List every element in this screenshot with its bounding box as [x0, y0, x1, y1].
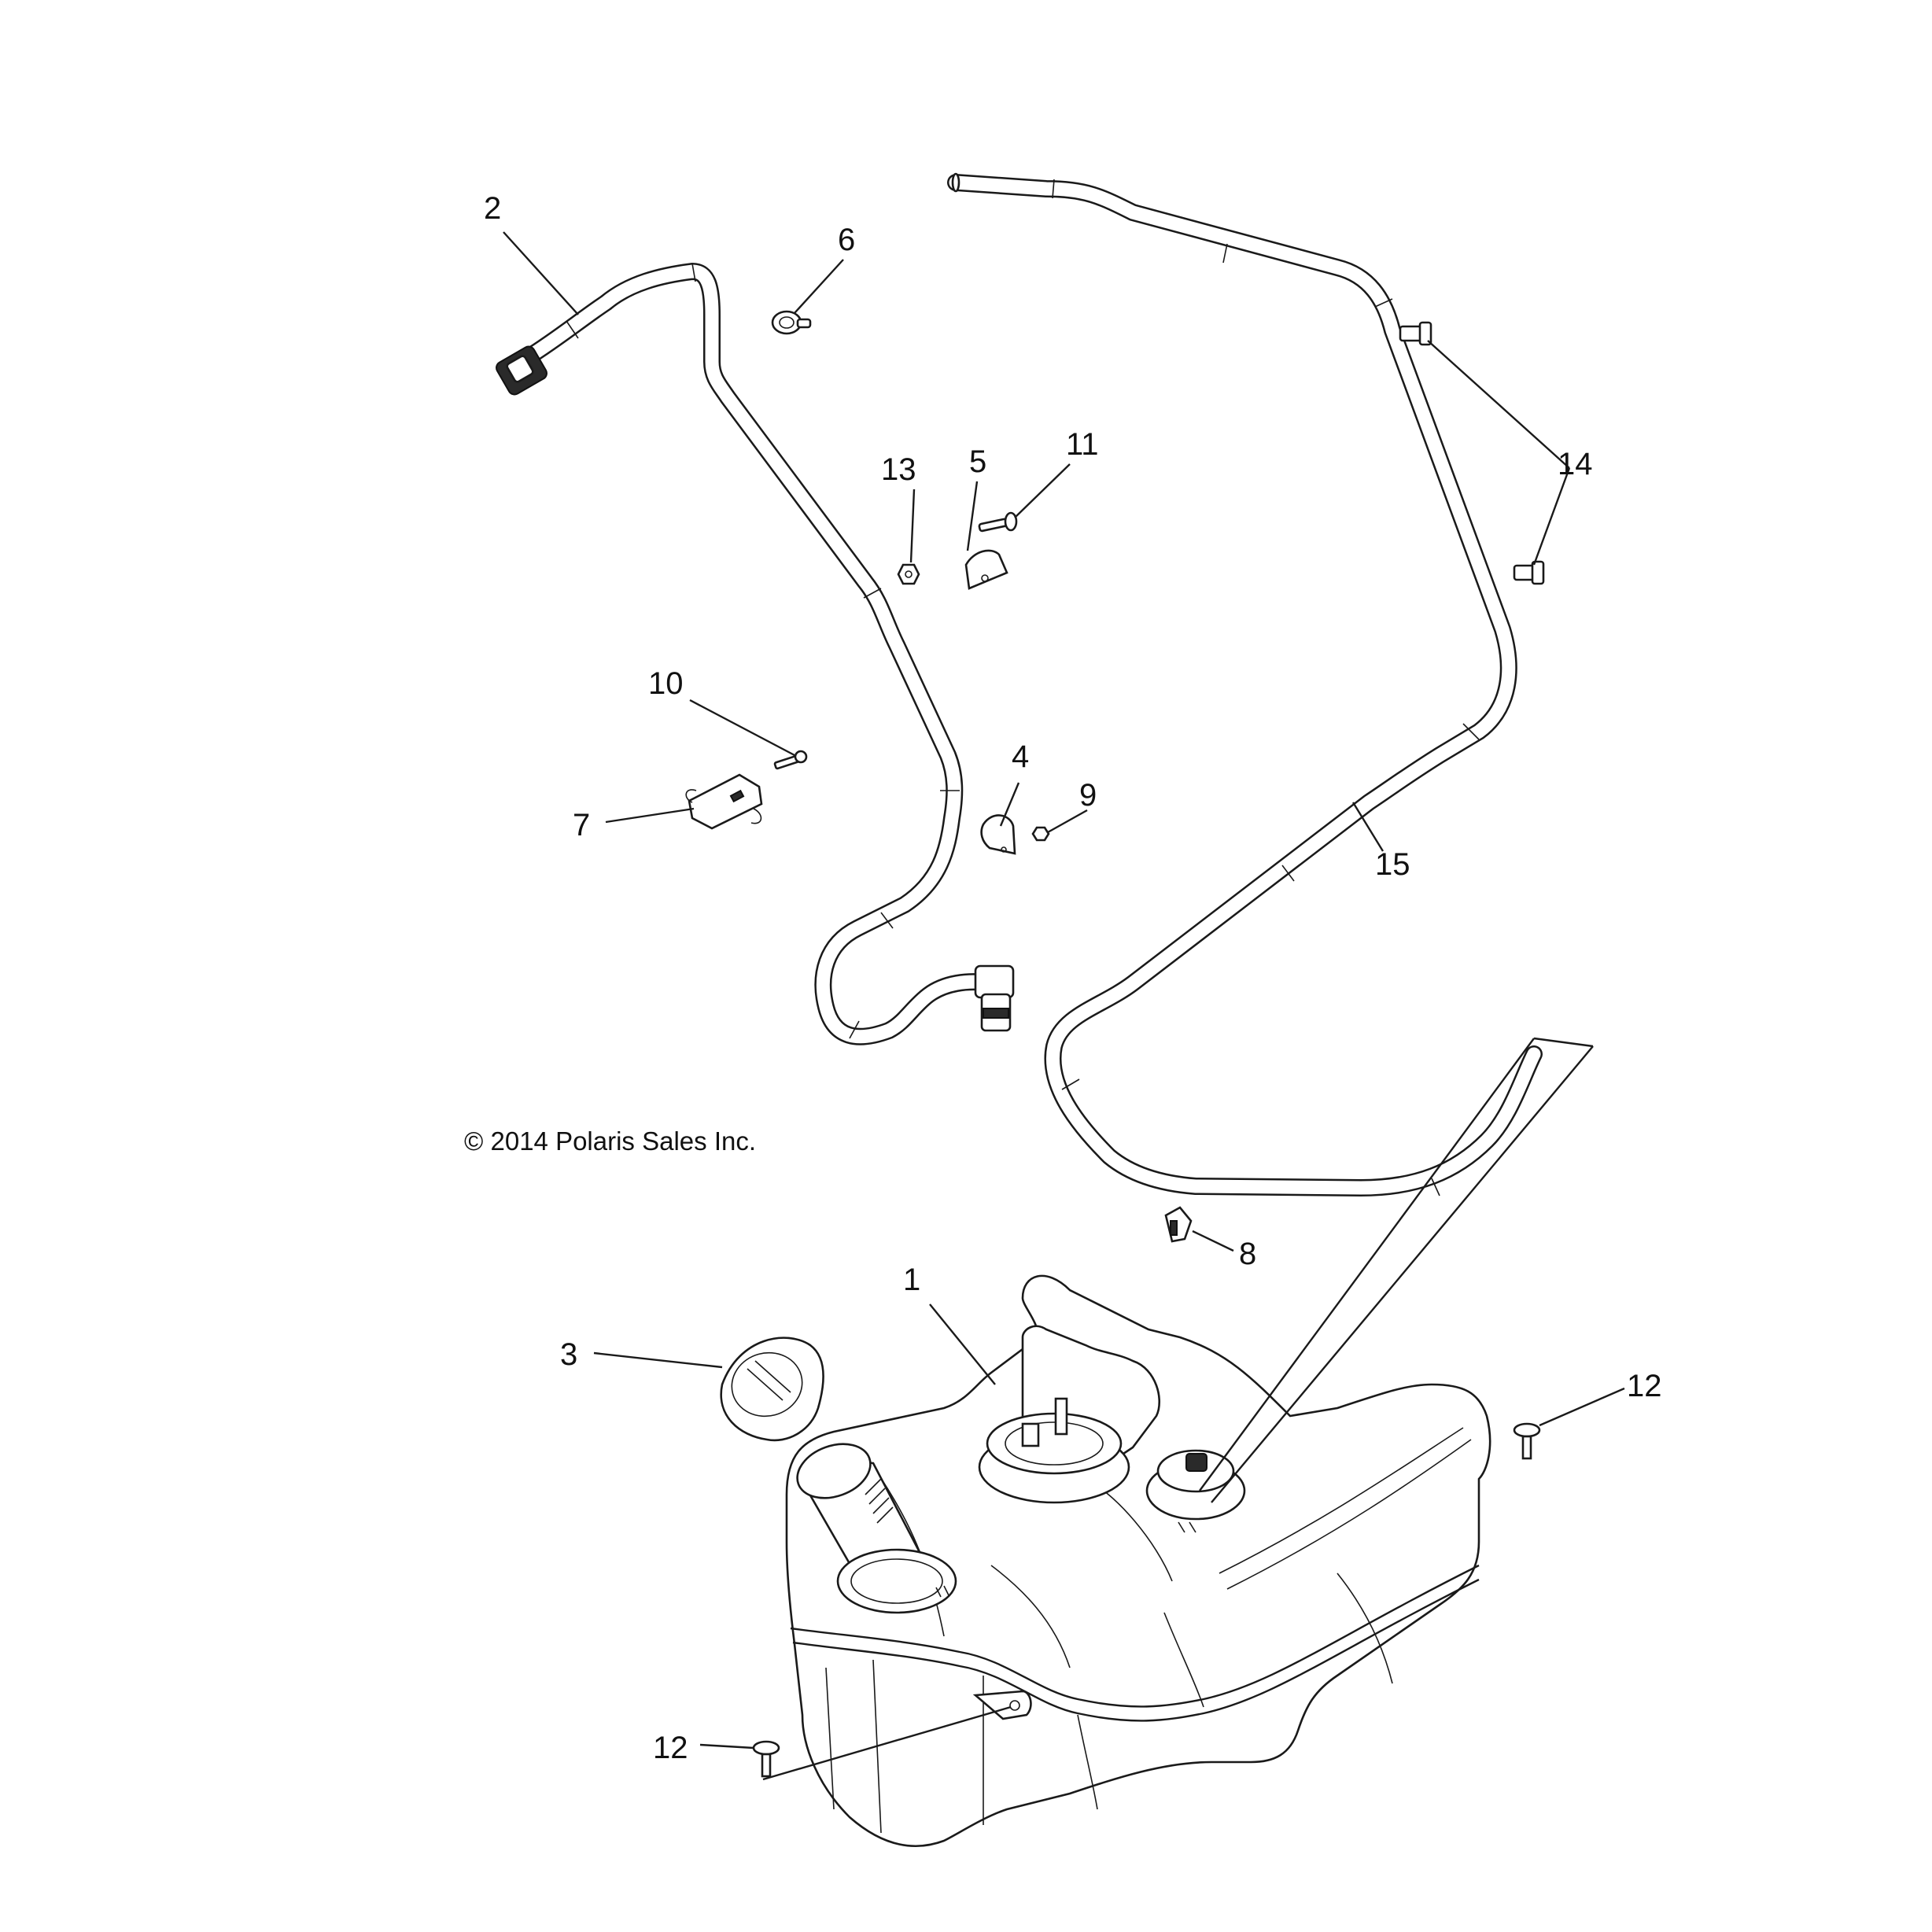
clamp-part-4 [980, 814, 1016, 855]
connector-part-14-lower [1513, 560, 1545, 585]
callout-3: 3 [560, 1337, 577, 1372]
callout-11: 11 [1066, 427, 1099, 462]
quick-connector-icon [496, 345, 548, 396]
fuel-pump-ring-icon [978, 1397, 1130, 1504]
fuel-hose-part-2 [496, 263, 1015, 1045]
callout-4: 4 [1012, 739, 1029, 774]
connector-part-14-upper [1399, 321, 1432, 346]
fuel-tank-part-1 [785, 1274, 1491, 1847]
fuel-cap-part-3 [720, 1337, 824, 1442]
screw-part-12-left [752, 1740, 780, 1778]
callout-14: 14 [1558, 447, 1593, 481]
callout-5: 5 [969, 444, 986, 479]
leader-lines [503, 231, 1625, 1781]
rollover-valve-icon [1145, 1449, 1246, 1533]
clip-part-6 [771, 310, 812, 335]
callout-1: 1 [903, 1263, 920, 1297]
filler-neck-icon [796, 1443, 957, 1614]
callout-15: 15 [1375, 847, 1410, 882]
callout-2: 2 [484, 191, 501, 226]
vent-hose-part-15 [947, 172, 1543, 1196]
nut-part-9 [1031, 826, 1050, 842]
bolt-part-11 [978, 511, 1018, 533]
callout-12-left: 12 [653, 1731, 688, 1765]
clip-part-8 [1164, 1206, 1193, 1243]
clamp-part-5 [964, 549, 1008, 590]
screw-part-12-right [1513, 1422, 1541, 1460]
nut-part-13 [897, 563, 920, 585]
copyright-notice: © 2014 Polaris Sales Inc. [464, 1126, 756, 1156]
callout-8: 8 [1239, 1237, 1256, 1271]
callout-7: 7 [573, 808, 590, 842]
bracket-part-7 [685, 773, 763, 830]
callout-10: 10 [648, 666, 684, 701]
callout-12-right: 12 [1627, 1369, 1662, 1403]
elbow-connector-icon [974, 964, 1015, 1032]
callout-6: 6 [838, 223, 855, 257]
bolt-part-10 [773, 750, 808, 770]
callout-13: 13 [881, 452, 916, 487]
callout-9: 9 [1079, 778, 1097, 813]
